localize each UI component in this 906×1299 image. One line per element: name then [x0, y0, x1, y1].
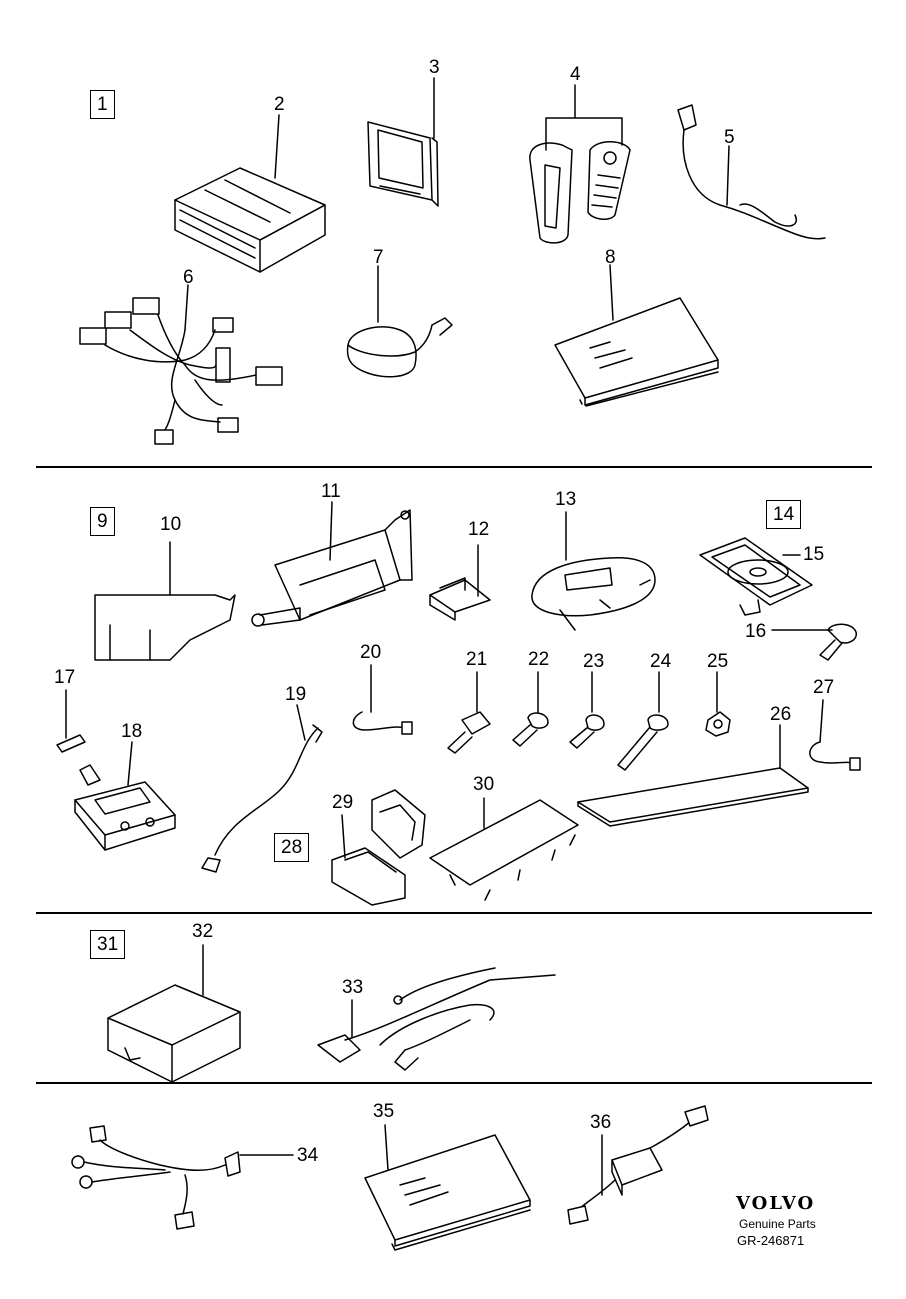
speaker-drawing: [699, 537, 813, 616]
part-label-8: 8: [605, 247, 616, 268]
gps-antenna-drawing: [346, 265, 453, 378]
part-label-22: 22: [528, 649, 550, 670]
part-label-24: 24: [650, 651, 672, 672]
part-label-32: 32: [192, 921, 214, 942]
section-box-1: 1: [90, 90, 115, 119]
display-screen-drawing: [367, 77, 439, 207]
harness-34-drawing: [71, 1125, 294, 1230]
clip-drawing: [56, 689, 86, 753]
console-housing-drawing: [531, 511, 656, 631]
pad-drawing: [577, 724, 809, 827]
part-label-15: 15: [803, 544, 825, 565]
part-label-29: 29: [332, 792, 354, 813]
part-label-17: 17: [54, 667, 76, 688]
part-label-23: 23: [583, 651, 605, 672]
part-label-3: 3: [429, 57, 440, 78]
section-box-14: 14: [766, 500, 802, 529]
part-label-2: 2: [274, 94, 285, 115]
screw-23-drawing: [569, 671, 605, 749]
cable-drawing: [677, 104, 826, 240]
section-divider: [36, 1082, 872, 1084]
part-label-30: 30: [473, 774, 495, 795]
filter-cable-drawing: [567, 1105, 709, 1225]
cable-20-drawing: [352, 664, 413, 735]
section-box-31: 31: [90, 930, 126, 959]
bracket-drawing: [251, 501, 413, 627]
booklet-35-drawing: [364, 1124, 531, 1251]
part-label-19: 19: [285, 684, 307, 705]
part-label-34: 34: [297, 1145, 319, 1166]
section-box-9: 9: [90, 507, 115, 536]
cover-drawing: [429, 797, 579, 901]
screw-22-drawing: [512, 671, 549, 747]
part-label-35: 35: [373, 1101, 395, 1122]
cable-19-drawing: [201, 704, 323, 873]
head-unit-drawing: [174, 114, 326, 273]
part-label-20: 20: [360, 642, 382, 663]
part-label-21: 21: [466, 649, 488, 670]
part-label-16: 16: [745, 621, 767, 642]
ferrite-clip-drawing: [331, 789, 426, 906]
part-label-7: 7: [373, 247, 384, 268]
screw-24-drawing: [617, 671, 669, 771]
antenna-lead-drawing: [317, 967, 556, 1071]
part-label-5: 5: [724, 127, 735, 148]
part-label-12: 12: [468, 519, 490, 540]
part-label-6: 6: [183, 267, 194, 288]
part-label-33: 33: [342, 977, 364, 998]
screw-16-drawing: [771, 623, 857, 661]
section-divider: [36, 912, 872, 914]
small-bracket-drawing: [429, 544, 491, 621]
part-label-10: 10: [160, 514, 182, 535]
cable-27-drawing: [809, 699, 861, 771]
module-drawing: [74, 741, 176, 851]
brand-subtitle: Genuine Parts: [739, 1217, 816, 1231]
part-label-36: 36: [590, 1112, 612, 1133]
bolt-21-drawing: [447, 671, 491, 754]
part-label-11: 11: [321, 481, 341, 502]
nut-25-drawing: [705, 671, 731, 737]
diagram-code: GR-246871: [737, 1233, 805, 1248]
section-box-28: 28: [274, 833, 310, 862]
part-label-27: 27: [813, 677, 835, 698]
box-module-drawing: [107, 944, 241, 1083]
remote-drawing: [529, 84, 631, 244]
brand-logo: VOLVO: [736, 1193, 816, 1214]
part-label-26: 26: [770, 704, 792, 725]
part-label-4: 4: [570, 64, 581, 85]
manual-booklet-drawing: [554, 264, 719, 407]
part-label-18: 18: [121, 721, 143, 742]
wiring-harness-drawing: [79, 284, 283, 445]
panel-drawing: [94, 541, 236, 661]
section-divider: [36, 466, 872, 468]
part-label-25: 25: [707, 651, 729, 672]
part-label-13: 13: [555, 489, 577, 510]
